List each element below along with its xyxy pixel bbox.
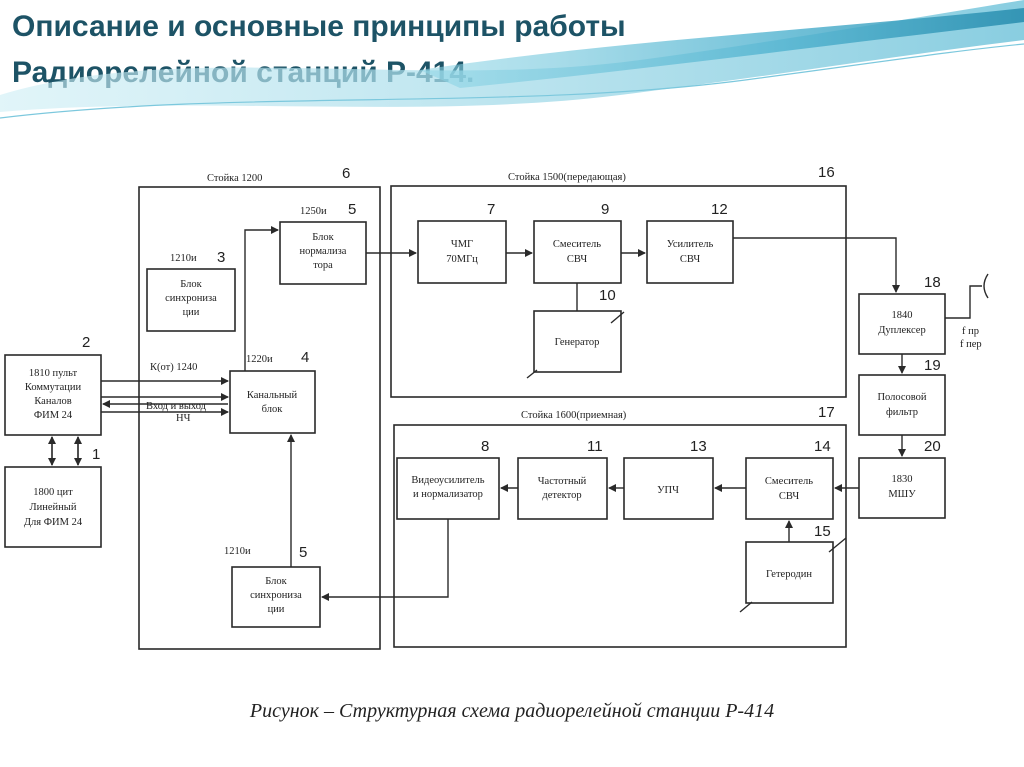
block-label-line: Усилитель — [667, 239, 714, 250]
signal-label-f-tx: f пер — [960, 339, 982, 350]
block-label-line: Смеситель — [553, 239, 601, 250]
signal-connections — [48, 226, 989, 613]
block-number: 1 — [92, 446, 100, 463]
block-label-line: Смеситель — [765, 476, 813, 487]
block-number: 8 — [481, 438, 489, 455]
block-label-line: Блок — [265, 576, 287, 587]
block-video-amplifier: Видеоусилитель и нормализатор — [396, 457, 500, 520]
header-wave-decoration — [0, 0, 1024, 119]
block-normalizer: Блок нормализa тора — [279, 221, 367, 285]
block-number: 5 — [299, 544, 307, 561]
block-mixer-rx: Смеситель СВЧ — [745, 457, 834, 520]
block-code: 1220и — [246, 354, 273, 365]
signal-label-lf-io: Вход и выход — [146, 401, 207, 412]
block-sync-bottom: Блок синхронизa ции — [231, 566, 321, 628]
block-commutation-panel: 1810 пульт Коммутации Каналов ФИМ 24 — [4, 354, 102, 436]
figure-caption: Рисунок – Структурная схема радиорелейно… — [249, 700, 775, 722]
block-label-line: Каналов — [34, 396, 71, 407]
block-label-line: СВЧ — [567, 254, 587, 265]
block-number: 7 — [487, 201, 495, 218]
block-sync-top: Блок синхронизa ции — [146, 268, 236, 332]
block-label-line: тора — [313, 260, 333, 271]
block-label-line: детектор — [542, 490, 581, 501]
block-number: 9 — [601, 201, 609, 218]
rack-1600-number: 17 — [818, 404, 835, 421]
block-label-line: СВЧ — [680, 254, 700, 265]
block-label-line: ции — [183, 307, 200, 318]
block-heterodyne: Гетеродин — [745, 541, 834, 604]
block-label-line: Дуплексер — [878, 325, 925, 336]
block-number: 20 — [924, 438, 941, 455]
rack-1500-number: 16 — [818, 164, 835, 181]
block-amplifier: Усилитель СВЧ — [646, 220, 734, 284]
block-channel: Канальный блок — [229, 370, 316, 434]
block-number: 4 — [301, 349, 309, 366]
block-label-line: МШУ — [888, 489, 916, 500]
block-frequency-detector: Частотный детектор — [517, 457, 608, 520]
block-generator: Генератор — [533, 310, 622, 373]
block-number: 13 — [690, 438, 707, 455]
block-label-line: Канальный — [247, 390, 298, 401]
block-if-amplifier: УПЧ — [623, 457, 714, 520]
block-fm-generator: ЧМГ 70МГц — [417, 220, 507, 284]
block-label-line: Линейный — [30, 502, 77, 513]
block-code: 1210и — [224, 546, 251, 557]
block-label-line: блок — [262, 404, 284, 415]
block-label-line: ФИМ 24 — [34, 410, 73, 421]
rack-1200 — [138, 186, 381, 650]
block-label-line: нормализa — [300, 246, 347, 257]
block-label-line: УПЧ — [657, 485, 679, 496]
block-label-line: 1840 — [892, 310, 913, 321]
rack-1600 — [393, 424, 847, 648]
signal-label-f-rx: f пр — [962, 326, 979, 337]
signal-label-k: К(от) 1240 — [150, 362, 197, 373]
block-number: 3 — [217, 249, 225, 266]
block-label-line: Коммутации — [25, 382, 82, 393]
block-label-line: Для ФИМ 24 — [24, 517, 83, 528]
block-label-line: 1830 — [892, 474, 913, 485]
block-linear-panel: 1800 цит Линейный Для ФИМ 24 — [4, 466, 102, 548]
rack-1500-label: Стойка 1500(передающая) — [508, 172, 626, 183]
block-label-line: Генератор — [555, 337, 600, 348]
rack-1500 — [390, 185, 847, 398]
block-number: 12 — [711, 201, 728, 218]
block-label-line: фильтр — [886, 407, 918, 418]
block-label-line: Гетеродин — [766, 569, 812, 580]
block-bandpass-filter: Полосовой фильтр — [858, 374, 946, 436]
block-number: 5 — [348, 201, 356, 218]
block-number: 11 — [587, 438, 603, 455]
block-label-line: СВЧ — [779, 491, 799, 502]
block-mixer-tx: Смеситель СВЧ — [533, 220, 622, 284]
block-label-line: 1810 пульт — [29, 368, 78, 379]
block-label-line: 1800 цит — [33, 487, 73, 498]
block-number: 2 — [82, 334, 90, 351]
block-code: 1250и — [300, 206, 327, 217]
block-number: 18 — [924, 274, 941, 291]
block-lna: 1830 МШУ — [858, 457, 946, 519]
block-label-line: Видеоусилитель — [411, 475, 484, 486]
block-label-line: ЧМГ — [451, 239, 473, 250]
block-label-line: Частотный — [538, 476, 587, 487]
slide-title-line-1: Описание и основные принципы работы — [12, 10, 626, 43]
signal-label-lf: НЧ — [176, 413, 191, 424]
block-number: 15 — [814, 523, 831, 540]
block-number: 10 — [599, 287, 616, 304]
block-label-line: ции — [268, 604, 285, 615]
block-label-line: и нормализатор — [413, 489, 483, 500]
block-label-line: синхронизa — [165, 293, 217, 304]
rack-1600-label: Стойка 1600(приемная) — [521, 410, 627, 421]
rack-1200-number: 6 — [342, 165, 350, 182]
block-number: 14 — [814, 438, 831, 455]
block-label-line: синхронизa — [250, 590, 302, 601]
block-label-line: 70МГц — [446, 254, 478, 265]
block-duplexer: 1840 Дуплексер — [858, 293, 946, 355]
block-label-line: Блок — [312, 232, 334, 243]
block-code: 1210и — [170, 253, 197, 264]
block-label-line: Блок — [180, 279, 202, 290]
block-number: 19 — [924, 357, 941, 374]
rack-1200-label: Стойка 1200 — [207, 173, 262, 184]
block-label-line: Полосовой — [877, 392, 926, 403]
